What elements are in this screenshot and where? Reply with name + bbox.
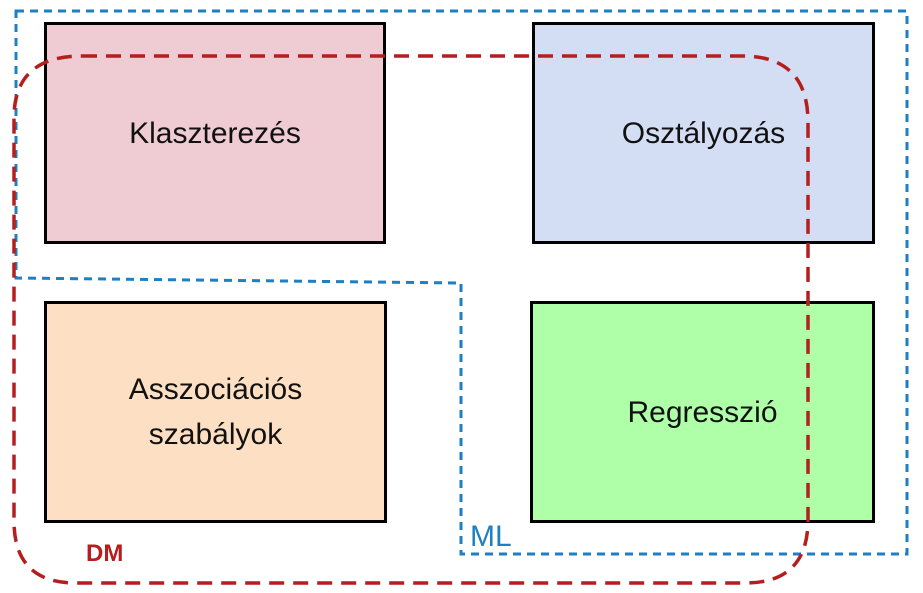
regression-box: Regresszió: [530, 301, 875, 523]
ml-label: ML: [470, 520, 512, 553]
clustering-label: Klaszterezés: [129, 116, 301, 150]
classification-label: Osztályozás: [621, 116, 786, 150]
clustering-box: Klaszterezés: [44, 22, 386, 244]
dm-label: DM: [86, 540, 124, 567]
association-rules-label: Asszociációs szabályok: [128, 373, 303, 451]
association-rules-box: Asszociációs szabályok: [44, 301, 387, 523]
regression-label: Regresszió: [627, 395, 778, 429]
classification-box: Osztályozás: [532, 22, 875, 244]
